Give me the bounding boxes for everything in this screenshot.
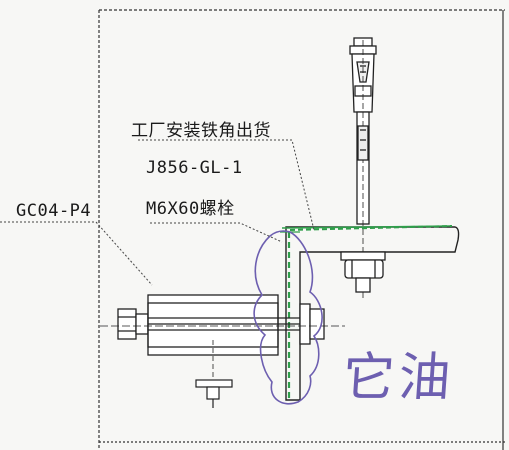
handwritten-annotation: 它油: [340, 348, 457, 408]
horizontal-bolt: [100, 294, 345, 356]
leader-lines: [0, 139, 315, 286]
callout-part-code: GC04-P4: [16, 201, 92, 221]
sealant-outline: [253, 230, 323, 405]
note-part-number: J856-GL-1: [146, 158, 243, 178]
note-factory-install: 工厂安装铁角出货: [131, 121, 271, 141]
centerline-symbol: [195, 340, 233, 408]
bracket-nut: [340, 251, 386, 293]
note-bolt-spec: M6X60螺栓: [146, 199, 235, 219]
sheet-frame: [98, 9, 505, 450]
angle-bracket: [280, 225, 460, 401]
